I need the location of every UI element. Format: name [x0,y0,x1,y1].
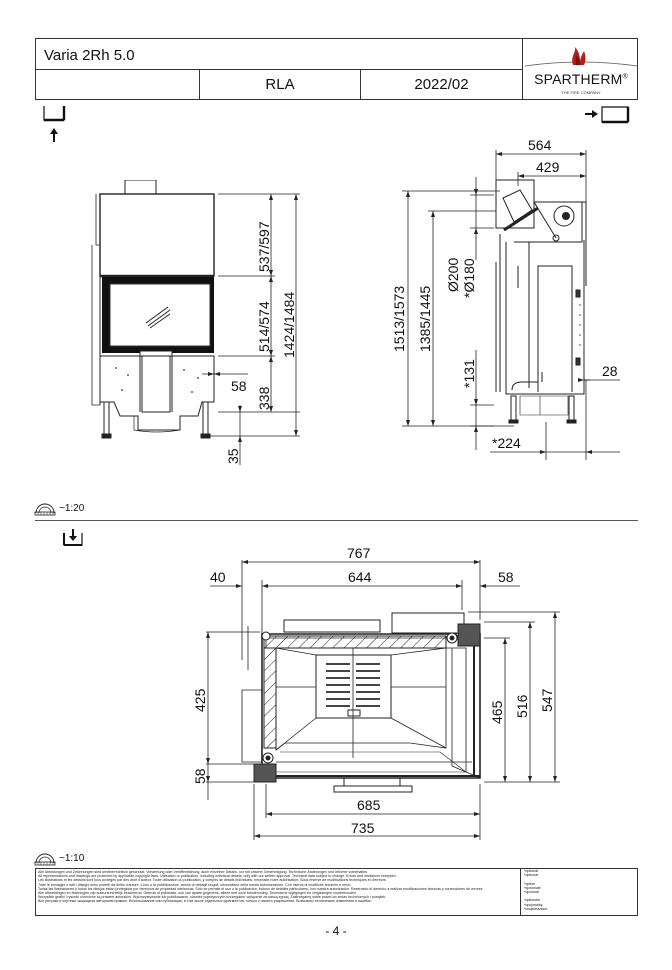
title-block: Varia 2Rh 5.0 RLA 2022/02 SPARTHERM® THE… [35,38,638,100]
section-divider [35,520,638,521]
dim-58-bottom: 58 [192,768,208,784]
disclaimer-text: Alle Abbildungen und Zeichnungen sind ur… [38,870,484,904]
dim-735: 735 [351,820,375,836]
front-view-drawing: 537/597 514/574 338 1424/1484 58 35 [91,180,300,465]
dim-base: 338 [256,386,272,410]
optional-legend: *optional *optional *option *opzionale *… [520,869,637,915]
dim-40: 40 [210,569,226,585]
scale-label-bottom: ~1:10 [59,853,85,864]
copyright-disclaimer-box: Alle Abbildungen und Zeichnungen sind ur… [35,868,638,916]
dim-58-right: 58 [498,569,514,585]
plan-view-drawing: 767 644 40 58 425 58 465 516 547 685 735 [192,545,560,840]
model-title: Varia 2Rh 5.0 [44,47,135,64]
dim-height-outer: 1513/1573 [391,286,407,352]
scale-label-top: ~1:20 [59,503,85,514]
dim-door: 514/574 [256,301,272,352]
brand-name: SPARTHERM [534,71,623,87]
dim-547: 547 [539,688,555,712]
variant-cell: RLA [200,70,361,100]
spartherm-logo: SPARTHERM® THE FIRE COMPANY [522,39,638,100]
dim-516: 516 [514,694,530,718]
dim-depth-429: 429 [536,159,560,175]
dim-feet: 35 [225,448,241,464]
date-cell: 2022/02 [414,76,469,93]
model-title-cell: Varia 2Rh 5.0 [36,39,522,70]
dim-inlet-height: *131 [461,359,477,388]
page-number: - 4 - [325,924,347,938]
dim-height-flue: 1385/1445 [417,286,433,352]
dim-depth-564: 564 [528,137,552,153]
dim-644: 644 [348,569,372,585]
front-view-arrow-up-icon [43,106,66,142]
dim-back-offset: 28 [602,363,618,379]
dim-inlet-offset: *224 [492,435,521,451]
dim-offset-58: 58 [231,378,247,394]
dim-465: 465 [489,700,505,724]
dim-425: 425 [192,688,208,712]
dim-685: 685 [357,797,381,813]
dim-upper: 537/597 [256,221,272,272]
brand-tagline: THE FIRE COMPANY [561,90,601,95]
scale-protractor-icon [34,503,56,516]
dim-flue-outer: Ø200 [445,258,461,292]
dim-total: 1424/1484 [281,292,297,358]
registered-mark: ® [622,73,628,81]
empty-cell [36,70,200,100]
side-view-arrow-right-icon [585,106,630,124]
flame-icon [524,47,638,67]
dim-flue-inner: *Ø180 [461,258,477,298]
dim-767: 767 [347,545,371,561]
scale-protractor-icon-bottom [34,853,56,866]
side-view-drawing: 564 429 1513/1573 1385/1445 Ø200 *Ø180 *… [391,137,620,460]
top-view-arrow-down-icon [63,529,83,546]
